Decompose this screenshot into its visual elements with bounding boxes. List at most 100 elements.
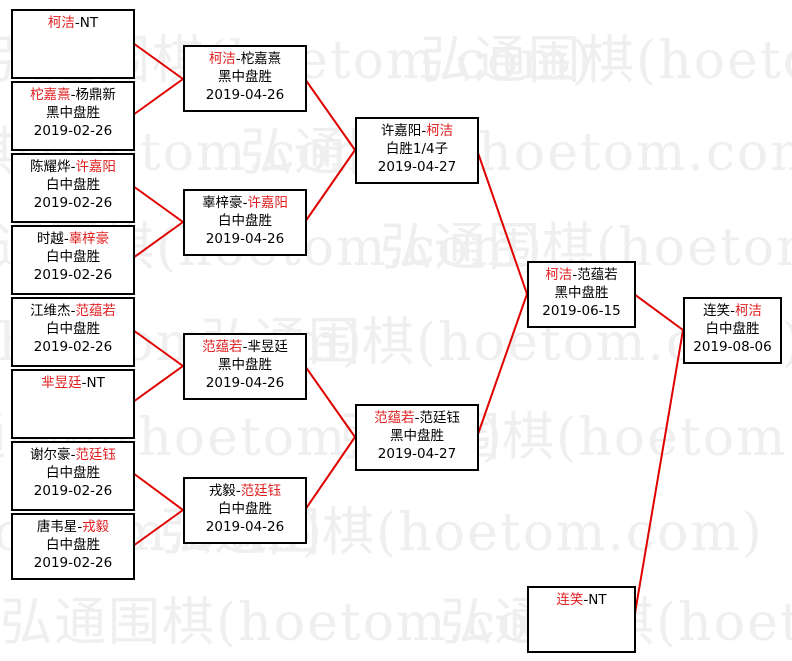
bracket-line — [132, 185, 184, 223]
player-name: 陈耀烨 — [30, 159, 71, 175]
match-players: 辜梓豪-许嘉阳 — [202, 195, 288, 211]
player-name: 时越 — [36, 231, 64, 247]
match-date: 2019-02-26 — [33, 267, 113, 283]
player-winner: 柯洁 — [426, 123, 454, 139]
player-winner: 范蕴若 — [75, 303, 116, 319]
match-box: 芈昱廷-NT — [11, 369, 135, 439]
player-name: 辜梓豪 — [202, 195, 243, 211]
player-winner: 范廷钰 — [240, 483, 282, 499]
player-name: NT — [588, 592, 607, 608]
match-players: 柁嘉熹-杨鼎新 — [30, 87, 116, 103]
player-winner: 范蕴若 — [374, 410, 415, 426]
bracket-line — [132, 472, 184, 511]
match-box: 谢尔豪-范廷钰 白中盘胜 2019-02-26 — [11, 441, 135, 511]
match-players: 连笑-NT — [556, 592, 607, 608]
match-date: 2019-04-26 — [205, 231, 285, 247]
match-result: 黑中盘胜 — [390, 428, 444, 444]
bracket-line — [304, 365, 356, 438]
match-result: 白中盘胜 — [705, 321, 760, 337]
player-winner: 柯洁 — [208, 51, 236, 67]
match-date: 2019-08-06 — [693, 339, 772, 355]
player-name: 范蕴若 — [577, 267, 618, 283]
match-players: 柯洁-柁嘉熹 — [208, 51, 282, 67]
match-players: 芈昱廷-NT — [41, 375, 105, 391]
player-name: NT — [79, 15, 99, 31]
match-result: 白中盘胜 — [46, 465, 100, 481]
player-name: 江维杰 — [30, 303, 71, 319]
player-name: 谢尔豪 — [30, 447, 71, 463]
match-box: 范蕴若-芈昱廷 黑中盘胜 2019-04-26 — [183, 333, 307, 400]
match-players: 唐韦星-戎毅 — [36, 519, 110, 535]
match-date: 2019-04-27 — [377, 159, 457, 175]
match-date: 2019-04-27 — [377, 446, 457, 462]
bracket-line — [132, 78, 184, 116]
bracket-line — [304, 78, 356, 151]
bracket-line — [132, 509, 184, 547]
match-players: 许嘉阳-柯洁 — [380, 123, 454, 139]
player-name: 连笑 — [703, 303, 731, 319]
match-box: 戎毅-范廷钰 白中盘胜 2019-04-26 — [183, 477, 307, 544]
match-box: 连笑-NT — [527, 586, 636, 653]
match-box: 范蕴若-范廷钰 黑中盘胜 2019-04-27 — [355, 404, 479, 471]
match-date: 2019-04-26 — [205, 87, 285, 103]
match-result: 黑中盘胜 — [46, 105, 100, 121]
match-result: 白中盘胜 — [46, 321, 100, 337]
bracket-line — [633, 293, 684, 331]
player-name: 戎毅 — [208, 483, 236, 499]
match-date: 2019-02-26 — [33, 555, 113, 571]
player-name: 杨鼎新 — [75, 87, 116, 103]
player-winner: 范廷钰 — [75, 447, 116, 463]
player-winner: 连笑 — [556, 592, 584, 608]
player-name: 唐韦星 — [36, 519, 78, 535]
bracket-line — [132, 329, 184, 367]
match-date: 2019-02-26 — [33, 339, 113, 355]
player-winner: 芈昱廷 — [41, 375, 82, 391]
match-result: 白中盘胜 — [46, 177, 100, 193]
match-players: 戎毅-范廷钰 — [208, 483, 282, 499]
match-players: 柯洁-NT — [47, 15, 99, 31]
match-date: 2019-04-26 — [205, 519, 285, 535]
match-result: 白中盘胜 — [218, 501, 272, 517]
match-result: 白中盘胜 — [46, 249, 100, 265]
match-date: 2019-06-15 — [542, 303, 621, 319]
player-winner: 辜梓豪 — [68, 231, 110, 247]
player-winner: 戎毅 — [82, 519, 110, 535]
match-box: 柁嘉熹-杨鼎新 黑中盘胜 2019-02-26 — [11, 81, 135, 151]
bracket-line — [132, 365, 184, 403]
match-result: 白中盘胜 — [218, 213, 272, 229]
match-players: 江维杰-范蕴若 — [30, 303, 116, 319]
match-result: 白胜1/4子 — [385, 141, 449, 157]
match-players: 柯洁-范蕴若 — [545, 267, 618, 283]
match-box: 陈耀烨-许嘉阳 白中盘胜 2019-02-26 — [11, 153, 135, 223]
bracket-line — [132, 42, 184, 80]
player-winner: 柯洁 — [47, 15, 75, 31]
match-players: 时越-辜梓豪 — [36, 231, 110, 247]
player-name: 芈昱廷 — [247, 339, 288, 355]
match-date: 2019-04-26 — [205, 375, 285, 391]
match-players: 谢尔豪-范廷钰 — [30, 447, 116, 463]
bracket-line — [304, 149, 356, 223]
match-result: 黑中盘胜 — [554, 285, 609, 301]
player-winner: 许嘉阳 — [75, 159, 116, 175]
match-date: 2019-02-26 — [33, 123, 113, 139]
match-date: 2019-02-26 — [33, 195, 113, 211]
bracket-line — [132, 221, 184, 259]
final-match-box: 连笑-柯洁 白中盘胜 2019-08-06 — [683, 297, 782, 364]
bracket-line — [304, 436, 356, 511]
match-box: 辜梓豪-许嘉阳 白中盘胜 2019-04-26 — [183, 189, 307, 256]
match-box: 唐韦星-戎毅 白中盘胜 2019-02-26 — [11, 513, 135, 580]
player-name: 许嘉阳 — [380, 123, 422, 139]
match-result: 黑中盘胜 — [218, 357, 272, 373]
bracket-line — [633, 329, 684, 620]
player-name: 柁嘉熹 — [240, 51, 282, 67]
match-box: 柯洁-范蕴若 黑中盘胜 2019-06-15 — [527, 261, 636, 328]
match-players: 连笑-柯洁 — [703, 303, 762, 319]
player-winner: 柯洁 — [734, 303, 762, 319]
match-players: 陈耀烨-许嘉阳 — [30, 159, 116, 175]
match-date: 2019-02-26 — [33, 483, 113, 499]
player-winner: 许嘉阳 — [247, 195, 288, 211]
player-winner: 柯洁 — [545, 267, 573, 283]
match-box: 许嘉阳-柯洁 白胜1/4子 2019-04-27 — [355, 117, 479, 184]
player-winner: 范蕴若 — [202, 339, 243, 355]
